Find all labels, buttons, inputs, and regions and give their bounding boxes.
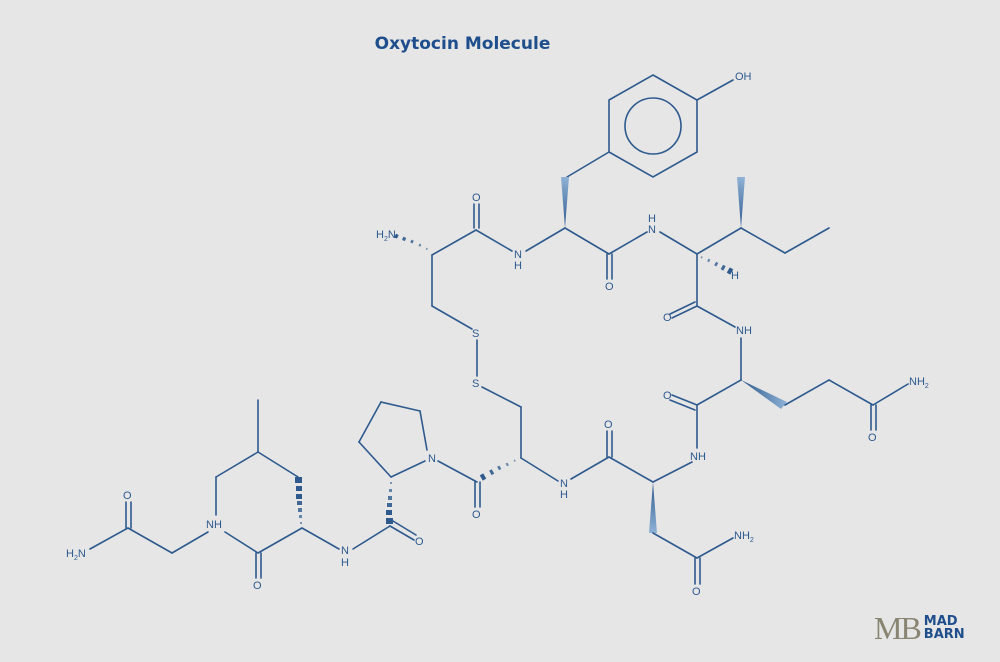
oxygen-label: O — [472, 192, 481, 204]
ile-residue — [659, 177, 830, 328]
amide-h-label: H — [341, 557, 349, 569]
sulfur-label: S — [472, 378, 479, 390]
oxygen-label: O — [868, 432, 877, 444]
amide-n-label: N — [341, 545, 349, 557]
amide-nh-label: NH — [690, 451, 706, 463]
oxygen-label: O — [663, 312, 672, 324]
leu-residue — [215, 399, 340, 579]
amide-h-label: H — [560, 489, 568, 501]
oxygen-label: O — [472, 509, 481, 521]
logo-line1: MAD — [923, 614, 958, 629]
wedge-bond — [561, 177, 569, 228]
amide-h-label: H — [648, 213, 656, 225]
asn-residue — [570, 430, 734, 585]
oxygen-label: O — [415, 536, 424, 548]
page-title: Oxytocin Molecule — [374, 34, 551, 54]
amide-n-label: N — [514, 249, 522, 261]
gln-residue — [669, 337, 909, 449]
amide-nh-label: NH — [206, 519, 222, 531]
oxygen-label: O — [253, 580, 262, 592]
logo-wordmark: MAD BARN — [924, 615, 965, 641]
amide-n-label: N — [648, 224, 656, 236]
sulfur-label: S — [472, 328, 479, 340]
tyrosine-ring — [566, 74, 734, 178]
cys6-residue — [437, 406, 559, 508]
amine-label: H2N — [66, 548, 86, 562]
pro-n-label: N — [428, 453, 436, 465]
mad-barn-logo: MB MAD BARN — [874, 612, 965, 644]
amine-label: NH2 — [909, 376, 929, 390]
oxygen-label: O — [123, 490, 132, 502]
oxygen-label: O — [605, 281, 614, 293]
hydroxyl-label: OH — [735, 71, 752, 83]
logo-mark: MB — [874, 610, 922, 646]
logo-line2: BARN — [923, 627, 965, 642]
cys1-residue — [394, 203, 522, 408]
gly-residue — [89, 501, 209, 554]
h2n-label: H2N — [376, 229, 396, 243]
amide-n-label: N — [560, 478, 568, 490]
oxygen-label: O — [692, 586, 701, 598]
amide-nh-label: NH — [736, 325, 752, 337]
oxygen-label: O — [604, 419, 613, 431]
amine-label: NH2 — [734, 530, 754, 544]
hydrogen-label: H — [731, 270, 739, 282]
pro-residue — [352, 401, 428, 550]
oxygen-label: O — [663, 390, 672, 402]
amide-h-label: H — [514, 260, 522, 272]
